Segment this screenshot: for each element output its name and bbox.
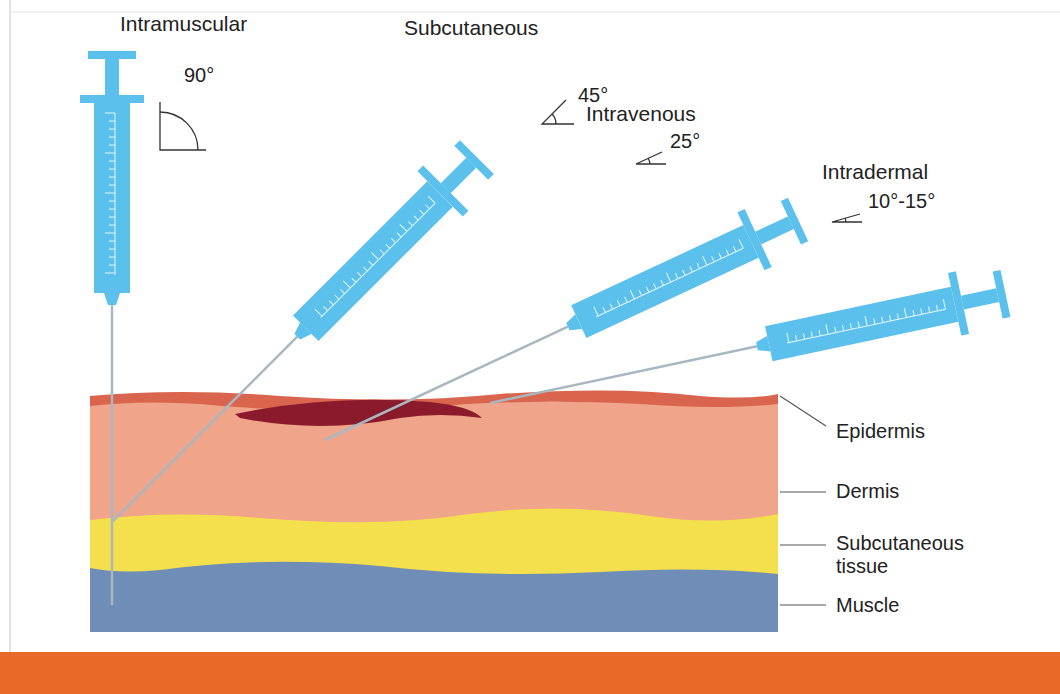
injection-type: Intravenous [586, 102, 696, 126]
syringe [89, 135, 499, 545]
leader-line [780, 491, 826, 492]
angle-value: 90° [184, 64, 214, 87]
angle-value: 25° [670, 130, 700, 153]
layer-label: Muscle [836, 594, 899, 617]
layer-label: Subcutaneous tissue [836, 532, 986, 578]
syringe [483, 262, 1012, 434]
leader-line [780, 604, 826, 605]
layer-label: Dermis [836, 480, 899, 503]
injection-type: Subcutaneous [404, 16, 538, 40]
angle-symbol [832, 214, 862, 222]
angle-symbol [636, 152, 666, 164]
syringe [311, 190, 811, 469]
dermis-layer [90, 402, 778, 522]
leader-line [780, 396, 826, 426]
injection-type: Intradermal [822, 160, 928, 184]
layer-label: Epidermis [836, 420, 925, 443]
angle-value: 10°-15° [868, 190, 935, 213]
injection-type: Intramuscular [120, 12, 247, 36]
footer-bar [0, 652, 1060, 694]
angle-symbol [160, 102, 206, 150]
vein [235, 400, 482, 426]
leader-line [780, 544, 826, 545]
frame-line [9, 0, 11, 652]
angle-symbol [542, 100, 574, 124]
